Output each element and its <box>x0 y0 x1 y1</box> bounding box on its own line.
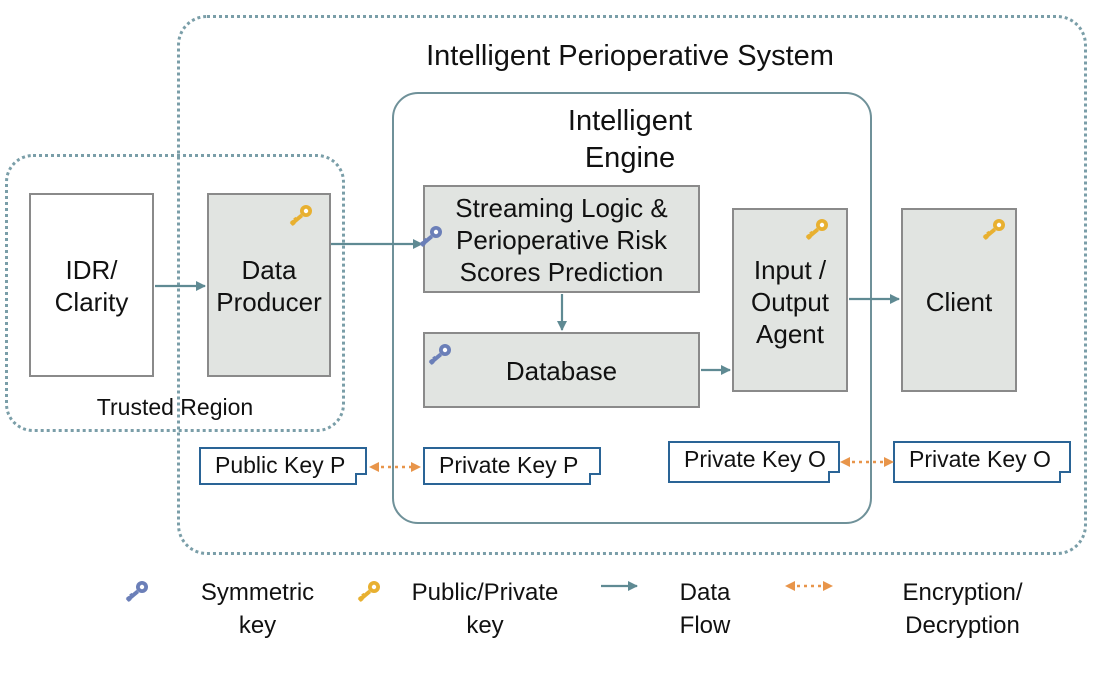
legend-data-flow-label: Data Flow <box>679 579 731 639</box>
key-icon <box>419 226 442 247</box>
engine-title: Intelligent Engine <box>567 105 693 174</box>
private-key-o-agent-doc: Private Key O <box>668 441 840 483</box>
legend-symmetric-label: Symmetric key <box>200 579 315 639</box>
key-icon <box>289 205 312 226</box>
key-icon <box>125 581 148 602</box>
data-producer-label: Data Producer <box>216 255 322 317</box>
trusted-region-label: Trusted Region <box>96 394 254 420</box>
system-title: Intelligent Perioperative System <box>426 40 834 72</box>
key-icon <box>805 219 828 240</box>
key-icon <box>982 219 1005 240</box>
trusted-region <box>5 154 345 432</box>
client-node <box>901 208 1017 392</box>
public-key-p-doc: Public Key P <box>199 447 367 485</box>
private-key-p-doc: Private Key P <box>423 447 601 485</box>
io-agent-label: Input / Output Agent <box>750 255 830 349</box>
client-label: Client <box>925 287 993 317</box>
key-icon <box>357 581 380 602</box>
key-icon <box>428 344 451 365</box>
idr-clarity-label: IDR/ Clarity <box>54 255 129 317</box>
streaming-logic-label: Streaming Logic & Perioperative Risk Sco… <box>455 193 668 287</box>
legend-public-private-label: Public/Private key <box>411 579 559 639</box>
legend-encryption-label: Encryption/ Decryption <box>902 579 1023 639</box>
io-agent-node <box>732 208 848 392</box>
private-key-o-client-doc: Private Key O <box>893 441 1071 483</box>
idr-clarity-node <box>29 193 154 377</box>
streaming-logic-node <box>423 185 700 293</box>
database-node <box>423 332 700 408</box>
intelligent-engine-region <box>392 92 872 524</box>
data-producer-node <box>207 193 331 377</box>
database-label: Database <box>505 356 618 386</box>
